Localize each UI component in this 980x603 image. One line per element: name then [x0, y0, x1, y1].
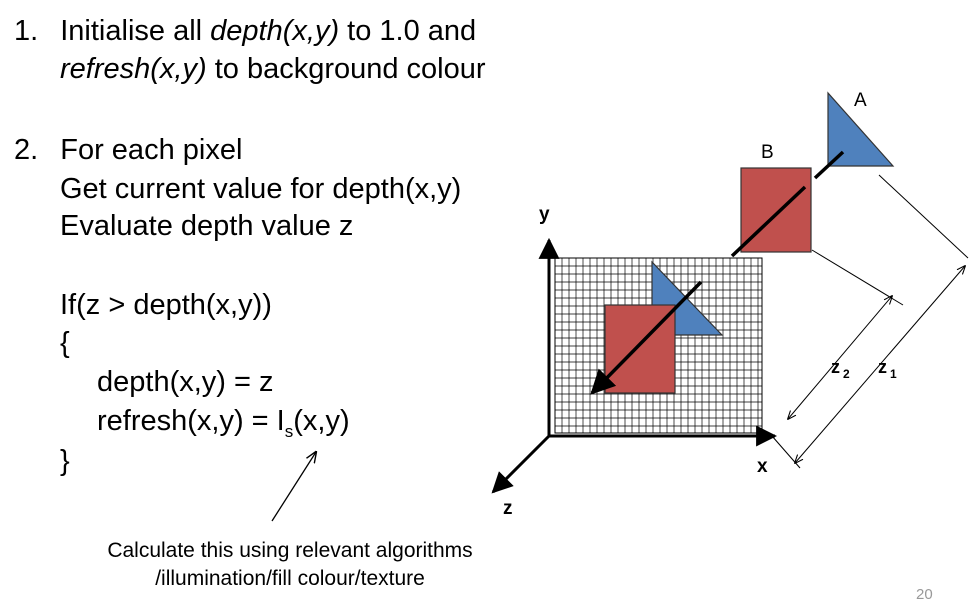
step-2-line-3: Evaluate depth value z [60, 210, 354, 242]
x-axis-label: x [757, 456, 768, 477]
step-1-text-c: to 1.0 and [339, 15, 477, 47]
z2-label: z [831, 357, 840, 377]
ray-segment-1 [813, 150, 845, 180]
label-a: A [854, 90, 867, 111]
step-1-text-e: to background colour [206, 53, 486, 85]
ray-segment-3 [590, 280, 703, 395]
caption-line-2: /illumination/fill colour/texture [155, 567, 425, 590]
z1-extension-line [878, 174, 969, 259]
code-assign-refresh: refresh(x,y) = Is(x,y) [97, 404, 350, 449]
annotation-arrow [271, 452, 316, 522]
label-b: B [761, 142, 774, 163]
z2-dimension-line [788, 296, 892, 419]
code-assign-refresh-a: refresh(x,y) = I [97, 405, 285, 437]
triangle-a [827, 91, 895, 167]
step-1-depth-term: depth(x,y) [210, 15, 340, 47]
step-1-number: 1. [14, 15, 39, 47]
y-axis-label: y [539, 204, 550, 225]
z1-dimension-line [795, 266, 965, 463]
step-2-head: For each pixel [60, 134, 243, 166]
caption-line-1: Calculate this using relevant algorithms [107, 539, 473, 562]
origin-extension-line [771, 435, 801, 469]
step-1-line-2: refresh(x,y) to background colour [60, 52, 486, 86]
code-open-brace: { [60, 327, 70, 359]
code-close-brace: } [60, 445, 70, 477]
code-assign-refresh-b: (x,y) [293, 405, 350, 437]
z2-label-sub: 2 [843, 367, 850, 381]
step-2-line-1: 2. For each pixel [14, 133, 242, 167]
code-assign-depth: depth(x,y) = z [97, 366, 274, 398]
ray-segment-2 [730, 185, 807, 258]
z2-extension-line [811, 249, 904, 306]
code-assign-refresh-sub: s [284, 421, 294, 441]
page-number: 20 [916, 586, 933, 603]
step-1-refresh-term: refresh(x,y) [60, 53, 207, 85]
z1-label: z [878, 357, 887, 377]
z-axis [491, 434, 551, 494]
step-1-line-1: 1. Initialise all depth(x,y) to 1.0 and [14, 14, 476, 48]
z1-label-sub: 1 [890, 367, 897, 381]
step-2-number: 2. [14, 134, 39, 166]
step-2-line-2: Get current value for depth(x,y) [60, 173, 462, 205]
z-axis-label: z [503, 498, 513, 519]
step-1-text-a: Initialise all [60, 15, 211, 47]
code-condition: If(z > depth(x,y)) [60, 289, 272, 321]
